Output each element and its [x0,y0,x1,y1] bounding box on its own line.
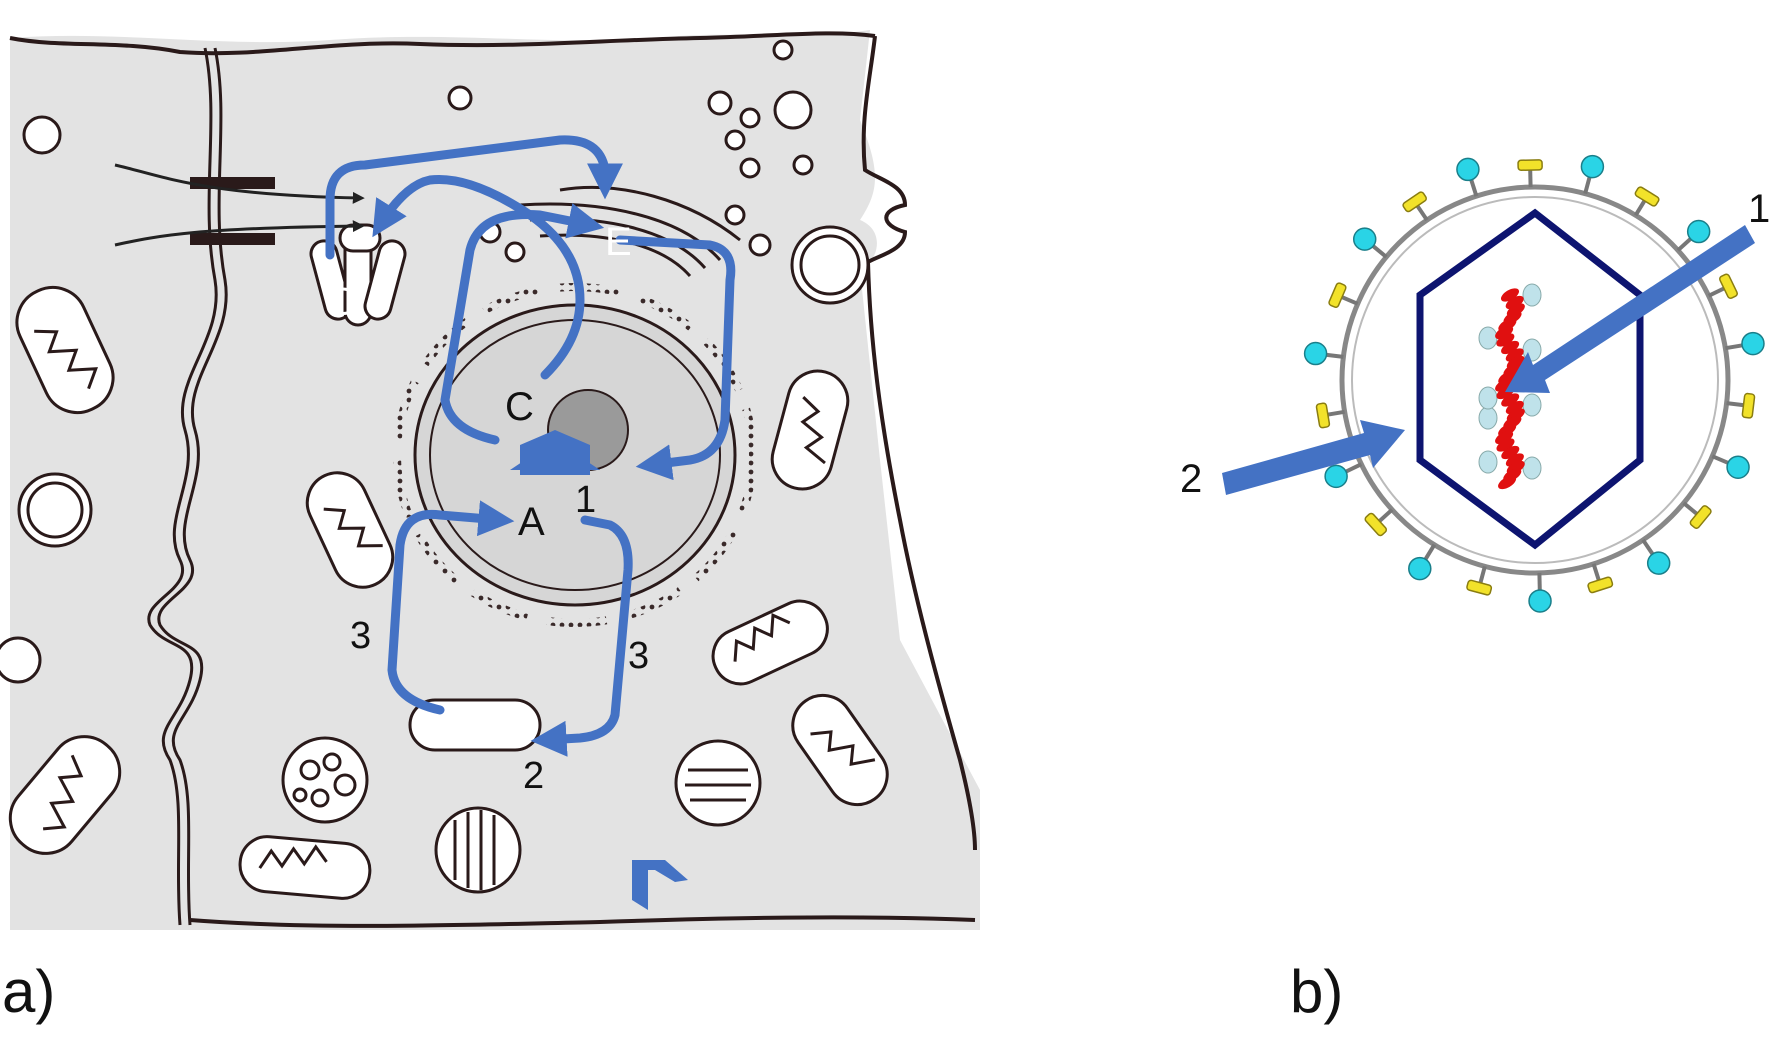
rna-segment [1505,348,1524,362]
glycoprotein-cap-yellow [1328,282,1347,308]
rna-segment [1505,295,1524,310]
label-E: E [605,220,632,264]
flow-arrows [325,135,736,757]
glycoprotein-head-cyan [1456,157,1480,182]
glycoprotein-cap-yellow [1402,191,1427,213]
glycoprotein-cap-yellow [1587,576,1614,594]
glycoprotein-head-cyan [1741,331,1765,356]
arrow-E-to-nucleus [615,235,736,481]
intercellular-boundary [147,47,218,926]
rna-segment [1500,288,1520,302]
rna-segment [1495,325,1514,340]
arrow-A-to-B-right [530,515,633,757]
rna-segment [1495,430,1514,445]
nucleoprotein [1478,406,1498,430]
arrow-C-to-E [440,203,605,445]
rna-segment [1505,453,1524,467]
nucleoprotein [1522,393,1542,417]
label-3-left: 3 [350,615,371,657]
panel-b-virion: 1 2 b) [1180,154,1770,1025]
arrow-B-to-A-left [387,500,515,715]
cell-right-membrane [861,35,977,851]
nucleoprotein [1522,456,1542,480]
label-3-right: 3 [628,635,649,677]
rna-segment [1495,378,1514,392]
label-D: D [330,280,359,324]
rna-segment [1498,475,1517,490]
glycoprotein-head-cyan [1528,589,1552,613]
glycoprotein-cap-yellow [1634,186,1660,207]
rna-segment [1501,393,1520,407]
glycoprotein-cap-yellow [1719,273,1738,299]
nucleoprotein [1478,386,1498,410]
label-1: 1 [575,479,596,521]
nucleoprotein [1522,283,1542,307]
arrow-golgi-to-entry [325,135,623,260]
label-A: A [518,500,545,544]
glycoprotein-head-cyan [1303,341,1328,366]
glycoprotein-head-cyan [1324,464,1348,489]
glycoprotein-spikes [1303,154,1765,613]
glycoprotein-head-cyan [1408,556,1432,581]
virion-label-1: 1 [1748,187,1770,231]
glycoprotein-head-cyan [1352,227,1377,251]
cell-top-membrane [9,31,876,56]
label-B: B [458,705,485,749]
cell-bottom-membrane [189,915,976,928]
glycoprotein-cap-yellow [1364,512,1388,537]
arrow-2-to-capsid [1222,420,1405,495]
nucleoprotein [1478,326,1498,350]
glycoprotein-cap-yellow [1315,402,1331,429]
label-2: 2 [523,755,544,797]
chevron-marker [632,860,688,910]
rna-segment [1501,445,1520,460]
mitochondria [0,285,889,900]
vesicles [17,39,870,548]
rna-segment [1501,340,1520,355]
rna-segment [1505,400,1524,415]
nucleoprotein [1478,450,1498,474]
panel-a-cell-diagram: A B C D E 1 2 3 3 a) [0,30,980,1025]
virion-label-2: 2 [1180,457,1202,501]
glycoprotein-head-cyan [1646,551,1671,575]
rna-segment [1496,333,1515,347]
glycoprotein-cap-yellow [1689,505,1712,530]
glycoprotein-cap-yellow [1741,392,1756,419]
rna-helix [1478,283,1542,490]
glycoprotein-head-cyan [1726,455,1750,479]
rna-segment [1496,438,1515,452]
panel-a-caption: a) [2,958,55,1025]
junction-entry [114,163,365,247]
glycoprotein-head-cyan [1686,219,1711,244]
glycoprotein-cap-yellow [1517,159,1543,172]
panel-b-caption: b) [1290,958,1343,1025]
glycoprotein-head-cyan [1580,154,1605,179]
arrow-1-to-rna [1505,225,1755,393]
glycoprotein-cap-yellow [1466,579,1493,596]
label-C: C [505,385,534,429]
